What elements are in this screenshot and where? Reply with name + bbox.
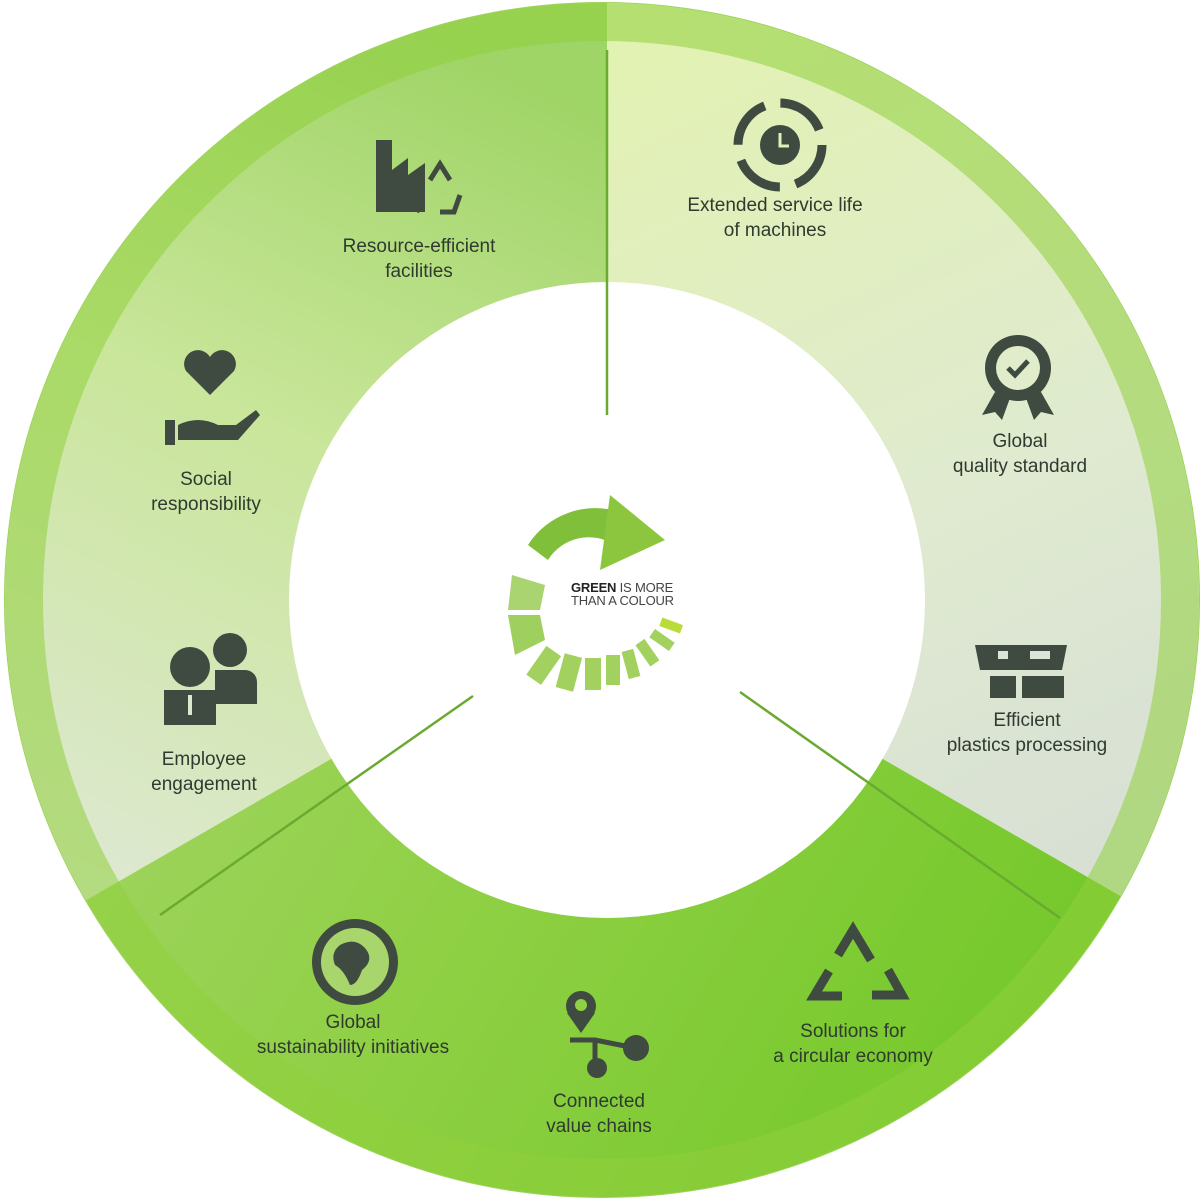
recycle-icon: [806, 921, 910, 1001]
globe-icon: [312, 919, 398, 1005]
label-line: responsibility: [151, 494, 261, 515]
label-line: sustainability initiatives: [256, 1037, 450, 1058]
label-global-quality-standard: Global quality standard: [953, 429, 1087, 479]
label-extended-service-life: Extended service life of machines: [687, 193, 862, 243]
label-line: Extended service life: [687, 195, 863, 216]
label-line: value chains: [546, 1116, 652, 1137]
center-logo: [508, 495, 684, 692]
label-line: Global: [992, 431, 1048, 452]
label-efficient-plastics-processing: Efficient plastics processing: [947, 708, 1108, 758]
location-network-icon: [566, 991, 649, 1078]
logo-line1: IS MORE: [616, 580, 674, 595]
heart-hand-icon: [165, 350, 260, 445]
factory-recycle-icon: [376, 140, 463, 215]
label-employee-engagement: Employee engagement: [151, 747, 257, 797]
machine-icon: [975, 645, 1067, 698]
label-line: facilities: [385, 261, 453, 282]
label-resource-efficient-facilities: Resource-efficient facilities: [343, 234, 496, 284]
label-line: Connected: [553, 1091, 645, 1112]
label-line: Solutions for: [800, 1021, 906, 1042]
label-line: Resource-efficient: [342, 236, 496, 257]
quality-badge-icon: [982, 335, 1054, 420]
label-line: a circular economy: [773, 1046, 933, 1067]
divider-lines: [159, 50, 1061, 920]
label-line: Efficient: [993, 710, 1061, 731]
logo-line2: THAN A COLOUR: [571, 593, 674, 608]
label-connected-value-chains: Connected value chains: [546, 1089, 652, 1139]
label-line: Social: [180, 469, 232, 490]
label-line: plastics processing: [946, 735, 1108, 756]
people-icon: [164, 633, 257, 725]
logo-green-word: GREEN: [571, 580, 617, 595]
label-line: quality standard: [952, 456, 1088, 477]
label-global-sustainability-initiatives: Global sustainability initiatives: [257, 1010, 449, 1060]
label-social-responsibility: Social responsibility: [151, 467, 261, 517]
label-line: Employee: [161, 749, 247, 770]
label-line: engagement: [151, 774, 257, 795]
clock-cycle-icon: [733, 98, 827, 192]
label-circular-economy: Solutions for a circular economy: [773, 1019, 932, 1069]
label-line: of machines: [723, 220, 827, 241]
center-logo-text: GREEN IS MORE THAN A COLOUR: [571, 581, 674, 607]
label-line: Global: [325, 1012, 381, 1033]
inner-circle: [289, 282, 925, 918]
